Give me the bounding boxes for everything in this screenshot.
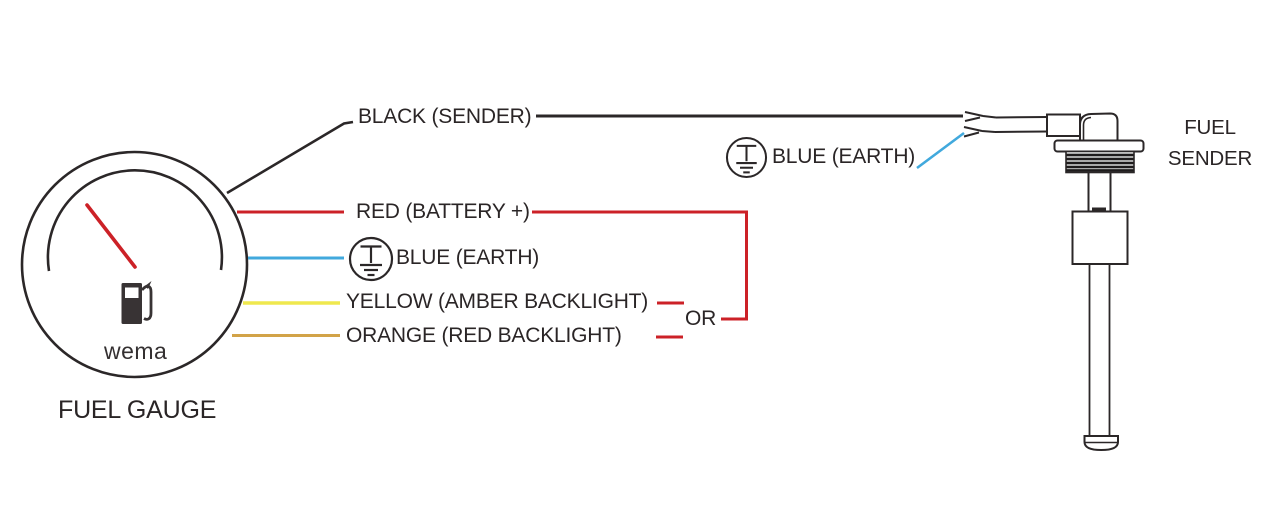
black-sender-label: BLACK (SENDER) xyxy=(358,105,532,128)
sender-mounting-flange xyxy=(1053,139,1145,153)
red-battery-label: RED (BATTERY +) xyxy=(356,200,530,223)
sender-threaded-collar xyxy=(1065,150,1135,174)
fuel-gauge-dial xyxy=(20,150,249,379)
gauge-wires xyxy=(226,114,965,339)
fuel-sender-caption: FUEL SENDER xyxy=(1149,112,1271,174)
black-sender-wire-lead xyxy=(226,120,354,195)
blue-earth-sender-label: BLUE (EARTH) xyxy=(772,145,916,168)
gauge-dial-arc xyxy=(46,169,224,272)
gauge-brand-label: wema xyxy=(104,338,168,364)
sender-elbow-housing xyxy=(1079,112,1119,143)
orange-backlight-label: ORANGE (RED BACKLIGHT) xyxy=(346,324,622,347)
fuel-gauge-caption: FUEL GAUGE xyxy=(58,396,217,424)
fuel-pump-icon xyxy=(121,281,153,324)
or-label: OR xyxy=(685,307,717,330)
sender-float-block xyxy=(1071,210,1129,265)
blue-earth-gauge-label: BLUE (EARTH) xyxy=(396,246,540,269)
red-battery-wire-run xyxy=(532,210,748,321)
sender-connector-housing xyxy=(1046,113,1081,137)
fuel-sender-caption-line1: FUEL xyxy=(1184,116,1236,139)
sender-terminal-icon xyxy=(963,111,997,138)
blue-earth-wire-sender xyxy=(916,131,965,170)
gauge-needle xyxy=(85,203,137,269)
earth-ground-icon xyxy=(725,136,768,179)
earth-ground-icon xyxy=(348,236,394,282)
fuel-sender-unit xyxy=(963,111,1145,452)
fuel-sender-caption-line2: SENDER xyxy=(1167,147,1253,170)
yellow-backlight-label: YELLOW (AMBER BACKLIGHT) xyxy=(346,290,649,313)
